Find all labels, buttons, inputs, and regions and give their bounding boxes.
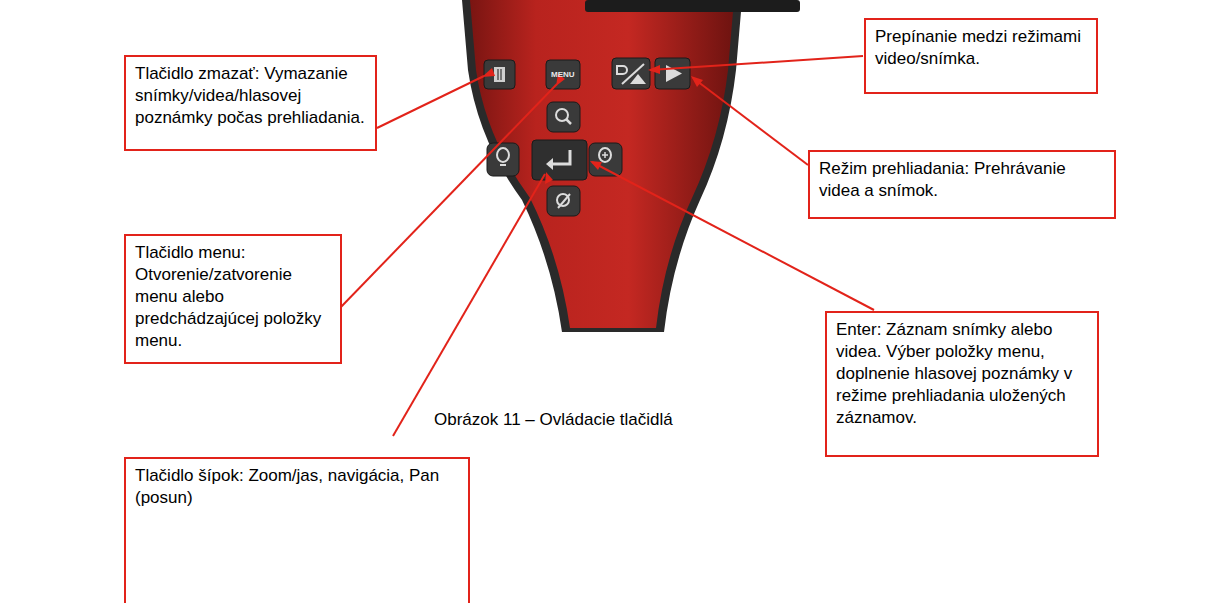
zoom-button xyxy=(547,102,580,132)
leader-lines xyxy=(340,56,874,436)
mode-button xyxy=(612,58,650,89)
device-face xyxy=(470,0,734,328)
playback-button xyxy=(655,58,690,89)
callout-text: Enter: Záznam snímky alebo videa. Výber … xyxy=(836,319,1089,429)
brightness-up-button xyxy=(589,143,622,176)
callout-box: Tlačidlo zmazať: Vymazanie snímky/videa/… xyxy=(124,55,377,151)
callout-box: Prepínanie medzi režimami video/snímka. xyxy=(864,18,1098,94)
figure-caption: Obrázok 11 – Ovládacie tlačidlá xyxy=(434,409,673,431)
device-screen xyxy=(585,0,800,12)
callout-text: Režim prehliadania: Prehrávanie videa a … xyxy=(819,158,1106,202)
trash-icon xyxy=(494,67,505,82)
callout-text: Tlačidlo šípok: Zoom/jas, navigácia, Pan… xyxy=(135,465,460,509)
callout-box: Režim prehliadania: Prehrávanie videa a … xyxy=(808,150,1116,219)
enter-button xyxy=(532,140,587,180)
callout-text: Tlačidlo menu: Otvorenie/zatvorenie menu… xyxy=(135,242,332,352)
brightness-down-button xyxy=(487,143,519,176)
callout-text: Prepínanie medzi režimami video/snímka. xyxy=(875,26,1088,70)
button-label: MENU xyxy=(551,70,575,80)
callout-box: Tlačidlo šípok: Zoom/jas, navigácia, Pan… xyxy=(124,457,470,603)
callout-box: Enter: Záznam snímky alebo videa. Výber … xyxy=(825,311,1099,457)
callout-box: Tlačidlo menu: Otvorenie/zatvorenie menu… xyxy=(124,234,342,364)
pan-button xyxy=(547,186,580,216)
device-housing xyxy=(462,0,742,332)
callout-text: Tlačidlo zmazať: Vymazanie snímky/videa/… xyxy=(135,63,367,129)
leader-arrowheads xyxy=(482,65,703,184)
menu-button xyxy=(546,60,580,89)
